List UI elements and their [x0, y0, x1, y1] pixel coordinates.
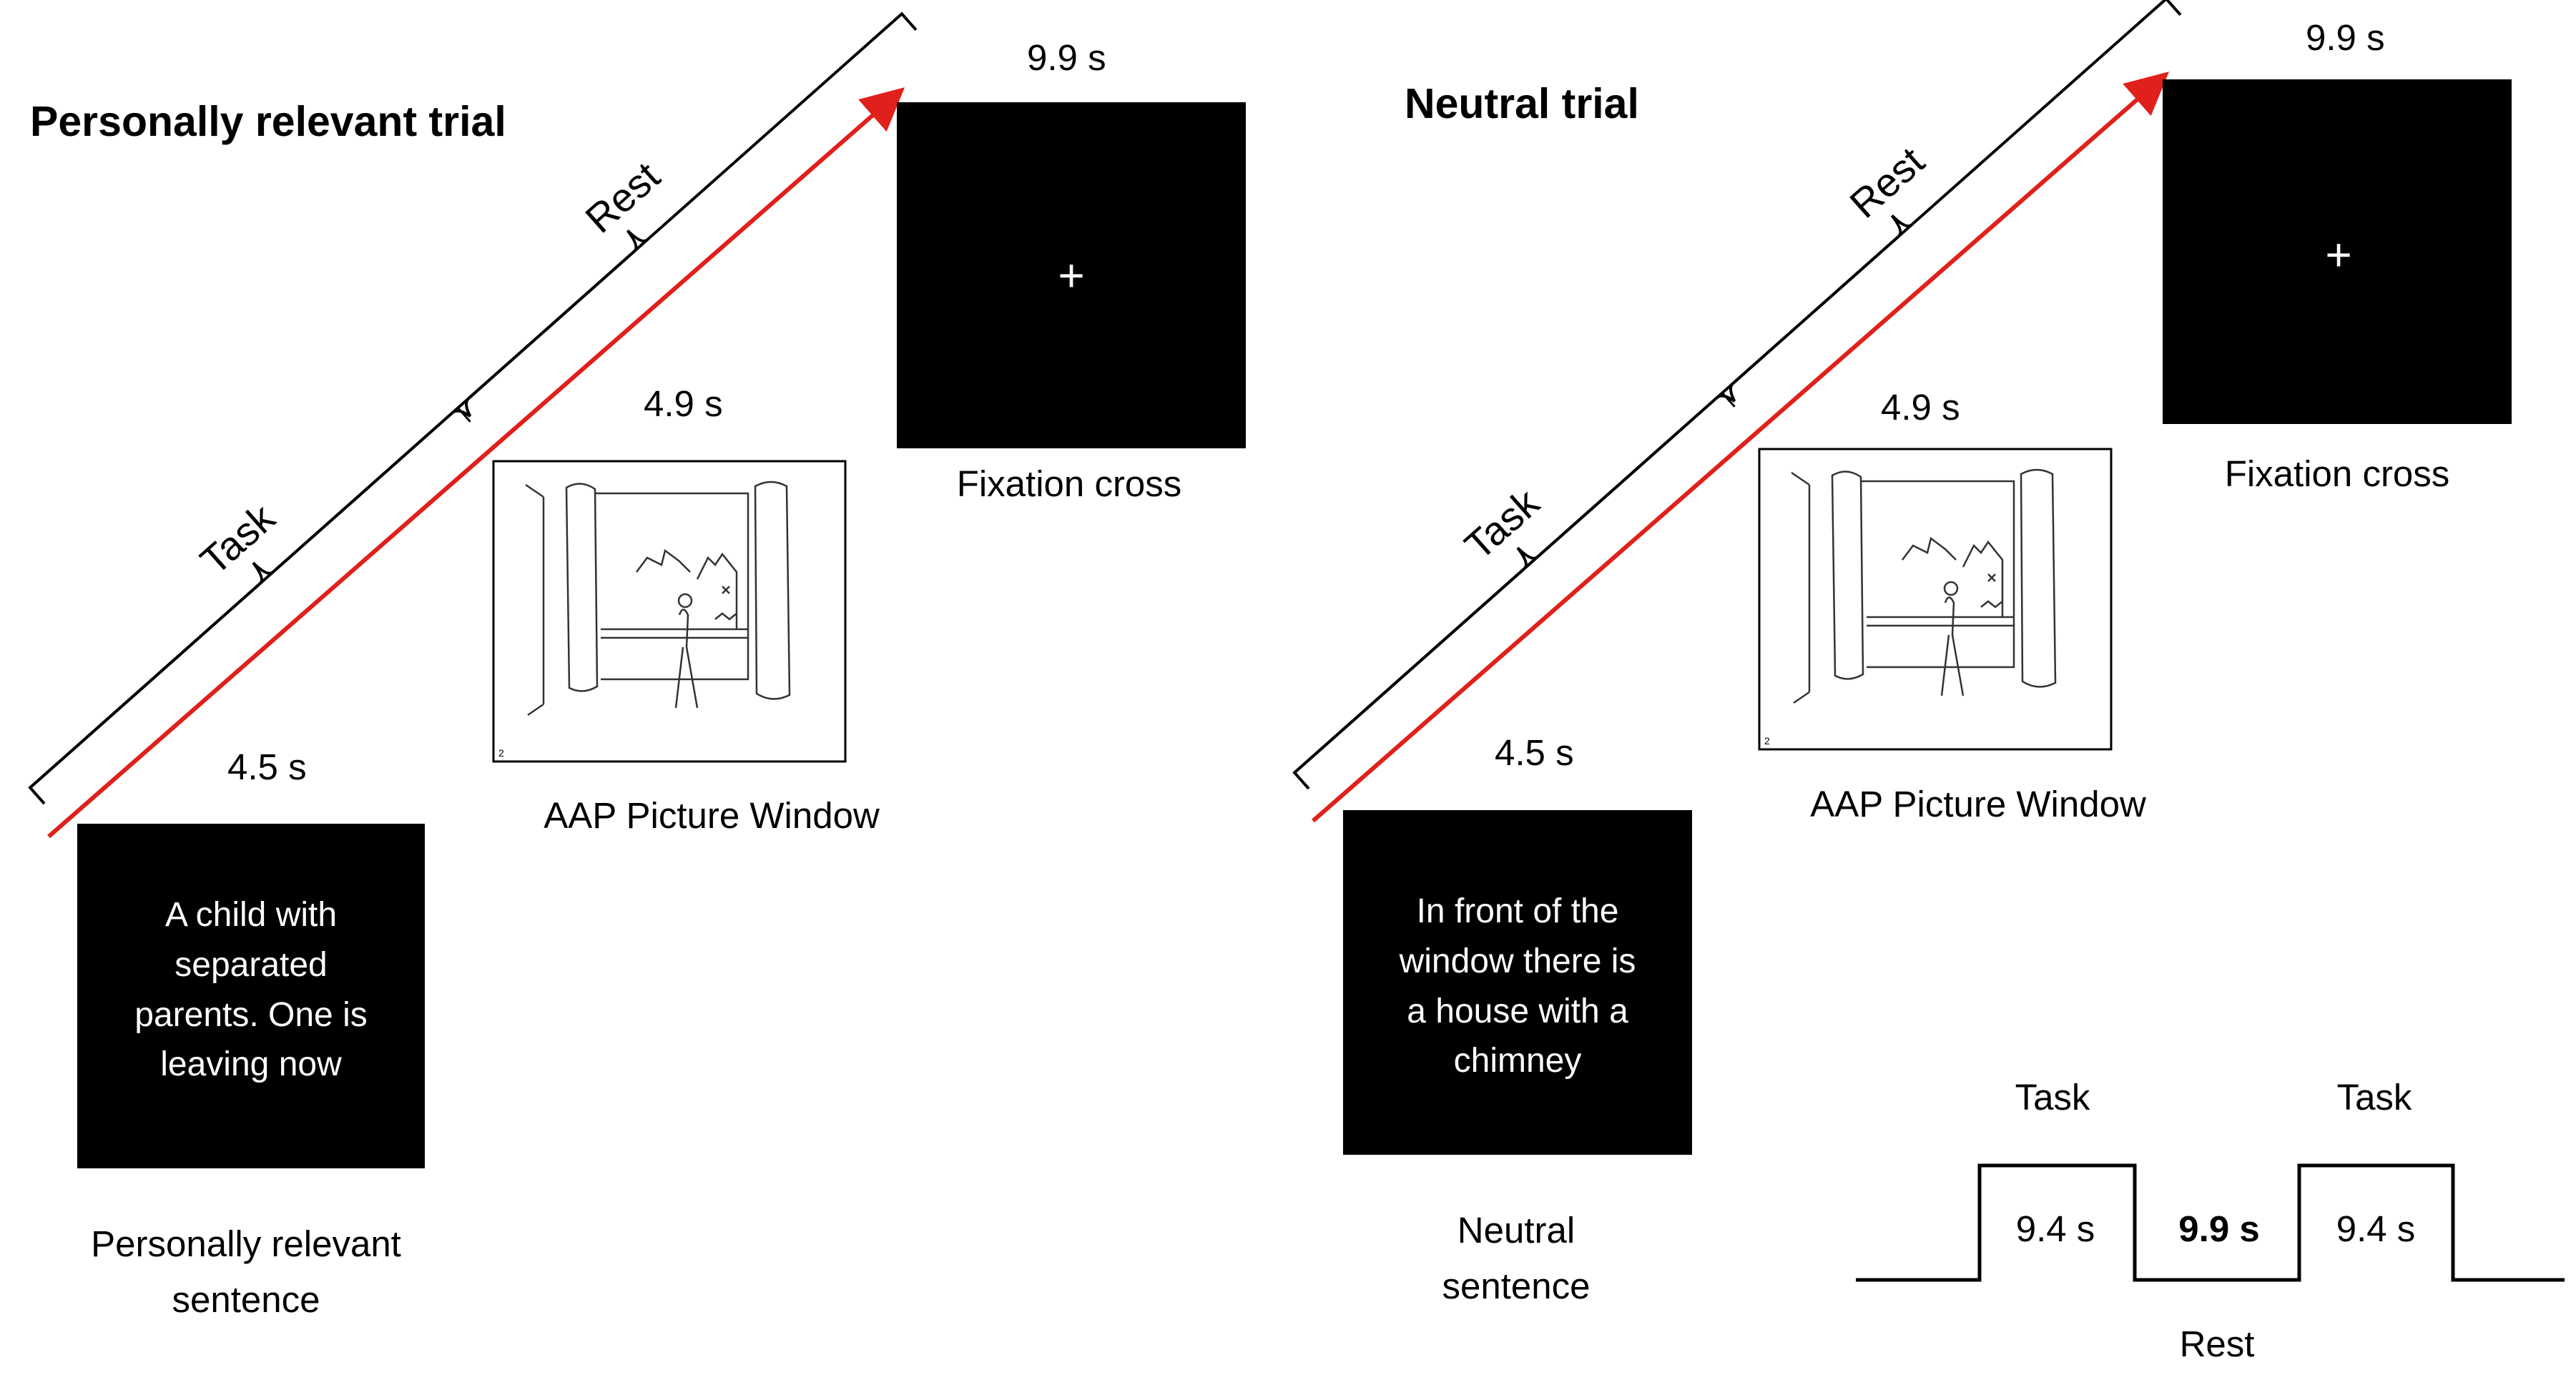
left-bracket-task-label: Task — [192, 494, 284, 583]
block-design-waveform — [1856, 1163, 2565, 1282]
block-task-duration-2: 9.4 s — [2336, 1208, 2416, 1249]
left-sentence-caption-line-1: Personally relevant — [91, 1223, 401, 1264]
left-sentence-caption-line-2: sentence — [172, 1279, 320, 1320]
left-duration-sentence: 4.5 s — [227, 746, 307, 787]
window-drawing-icon — [525, 480, 791, 716]
right-sentence-caption-line-2: sentence — [1442, 1266, 1591, 1306]
right-fixation-screen — [2163, 79, 2512, 424]
left-duration-picture: 4.9 s — [644, 383, 723, 424]
left-fixation-screen — [897, 102, 1246, 448]
left-fixation-caption: Fixation cross — [957, 463, 1182, 504]
right-fixation-caption: Fixation cross — [2225, 453, 2450, 494]
block-rest-label: Rest — [2180, 1324, 2255, 1364]
block-task-label-2: Task — [2337, 1077, 2412, 1118]
right-sentence-line-2: window there is — [1399, 942, 1636, 980]
left-sentence-line-2: separated — [174, 946, 328, 984]
right-panel: Neutral trial Task Rest 4.5 s 4.9 s 9.9 … — [1292, 0, 2512, 1306]
right-bracket-task-label: Task — [1456, 479, 1548, 568]
right-duration-picture: 4.9 s — [1881, 387, 1960, 428]
block-rest-duration: 9.9 s — [2178, 1208, 2259, 1249]
block-task-duration-1: 9.4 s — [2016, 1208, 2095, 1249]
right-sentence-screen — [1343, 810, 1692, 1155]
left-fixation-cross: + — [1058, 250, 1084, 301]
left-timeline-arrow — [47, 87, 905, 839]
left-sentence-screen — [77, 824, 425, 1168]
left-bracket-rest-label: Rest — [576, 153, 668, 242]
left-panel: Personally relevant trial Task Rest 4.5 … — [28, 11, 1246, 1320]
right-sentence-line-3: a house with a — [1407, 992, 1628, 1030]
right-picture-number: 2 — [1764, 735, 1770, 746]
block-design: Task Task 9.4 s 9.9 s 9.4 s Rest — [1856, 1077, 2565, 1364]
left-sentence-line-1: A child with — [165, 896, 337, 934]
left-panel-title: Personally relevant trial — [30, 98, 506, 145]
left-picture-frame — [492, 460, 847, 763]
left-picture-caption: AAP Picture Window — [544, 795, 880, 836]
right-bracket-rest-label: Rest — [1841, 138, 1932, 227]
left-duration-fixation: 9.9 s — [1027, 37, 1106, 78]
right-sentence-line-1: In front of the — [1417, 892, 1619, 930]
window-drawing-icon — [1791, 468, 2057, 704]
left-sentence-line-3: parents. One is — [134, 996, 368, 1034]
left-sentence-line-4: leaving now — [160, 1045, 342, 1083]
right-bracket-divider — [1721, 392, 1736, 408]
right-panel-title: Neutral trial — [1405, 80, 1639, 127]
block-task-label-1: Task — [2015, 1077, 2090, 1118]
left-picture-stimulus: 2 — [492, 460, 847, 763]
right-bracket-braces — [1293, 214, 1913, 774]
right-fixation-cross: + — [2325, 229, 2351, 280]
left-bracket-divider — [457, 407, 471, 423]
right-picture-stimulus: 2 — [1758, 448, 2113, 751]
right-sentence-caption-line-1: Neutral — [1457, 1210, 1575, 1251]
right-picture-caption: AAP Picture Window — [1810, 784, 2146, 824]
right-duration-fixation: 9.9 s — [2306, 17, 2385, 58]
right-sentence-line-4: chimney — [1454, 1042, 1582, 1080]
left-bracket-braces — [29, 229, 649, 789]
left-picture-number: 2 — [498, 747, 504, 759]
right-picture-frame — [1758, 448, 2113, 751]
right-timeline-arrow — [1312, 72, 2170, 823]
right-duration-sentence: 4.5 s — [1495, 732, 1574, 773]
